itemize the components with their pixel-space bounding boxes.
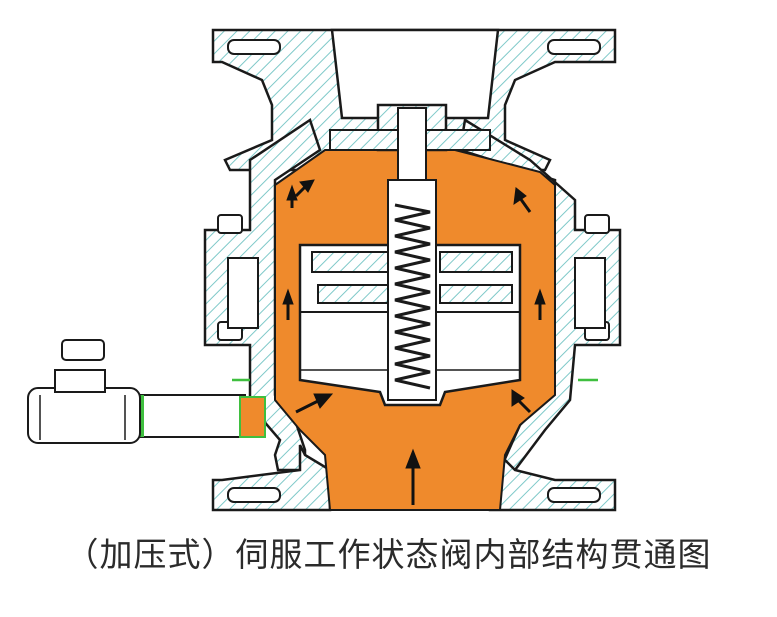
compression-spring: [394, 203, 431, 390]
upper-right-diagonal-arrow: [513, 187, 532, 213]
top-right-bolt-slot: [547, 39, 601, 55]
piston-plate-right: [439, 251, 513, 273]
diaphragm-left: [317, 284, 399, 304]
bottom-right-bolt-slot: [547, 487, 601, 503]
outlet-bore: [330, 28, 500, 120]
inlet-flow-arrow: [405, 448, 421, 505]
lower-left-diagonal-arrow: [295, 393, 334, 414]
left-chamber-up-arrow: [282, 288, 294, 320]
bypass-pipe: [138, 394, 266, 438]
diaphragm-right: [439, 284, 513, 304]
diagram-caption: （加压式）伺服工作状态阀内部结构贯通图: [65, 535, 712, 574]
left-lower-arrow: [286, 184, 298, 208]
piston-plate-left: [311, 251, 398, 273]
upper-left-diagonal-arrow: [294, 179, 315, 198]
valve-stem: [329, 103, 491, 401]
valve-handle: [61, 339, 105, 361]
ball-valve: [27, 339, 141, 444]
pipe-seal: [239, 396, 266, 438]
side-bolts: [217, 214, 610, 341]
lower-right-diagonal-arrow: [511, 389, 532, 414]
right-chamber-up-arrow: [534, 288, 546, 320]
top-left-bolt-slot: [227, 39, 281, 55]
bottom-left-bolt-slot: [227, 487, 281, 503]
